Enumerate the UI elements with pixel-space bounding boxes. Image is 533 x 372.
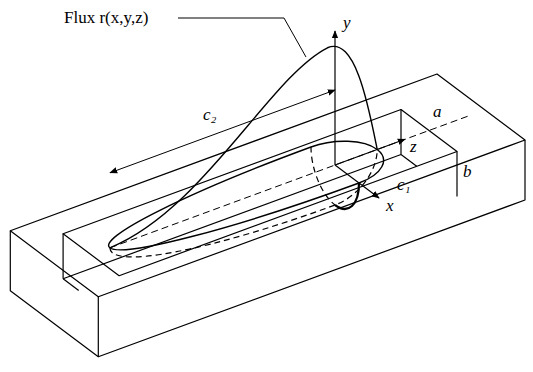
block-sides (10, 140, 525, 357)
axis-label: z (410, 138, 417, 155)
flux-curve (110, 29, 377, 247)
groove-edge (63, 279, 79, 291)
z-axis (335, 139, 405, 165)
pool-section (110, 149, 377, 287)
axis-label: y (343, 14, 351, 31)
dimension-line (110, 90, 335, 173)
y-axis (334, 31, 335, 165)
x-axis (335, 165, 379, 198)
pool-section (311, 147, 335, 205)
centre-line (110, 115, 470, 247)
axis-label: x (386, 197, 394, 214)
groove-edge (400, 110, 401, 155)
groove-edge (456, 152, 457, 197)
flux-label: Flux r(x,y,z) (64, 9, 148, 26)
dimension-label: a (433, 103, 442, 120)
groove-edge (62, 234, 63, 279)
pool-outline (86, 131, 401, 265)
dimension-label: b (463, 163, 472, 180)
dimension-label: c₁ (397, 176, 410, 193)
groove-edge (63, 155, 401, 279)
groove-edge (401, 155, 417, 167)
dimension-label: c₂ (203, 106, 216, 123)
block-top (10, 74, 525, 297)
leader-line (178, 18, 306, 57)
block-edge (98, 297, 99, 357)
